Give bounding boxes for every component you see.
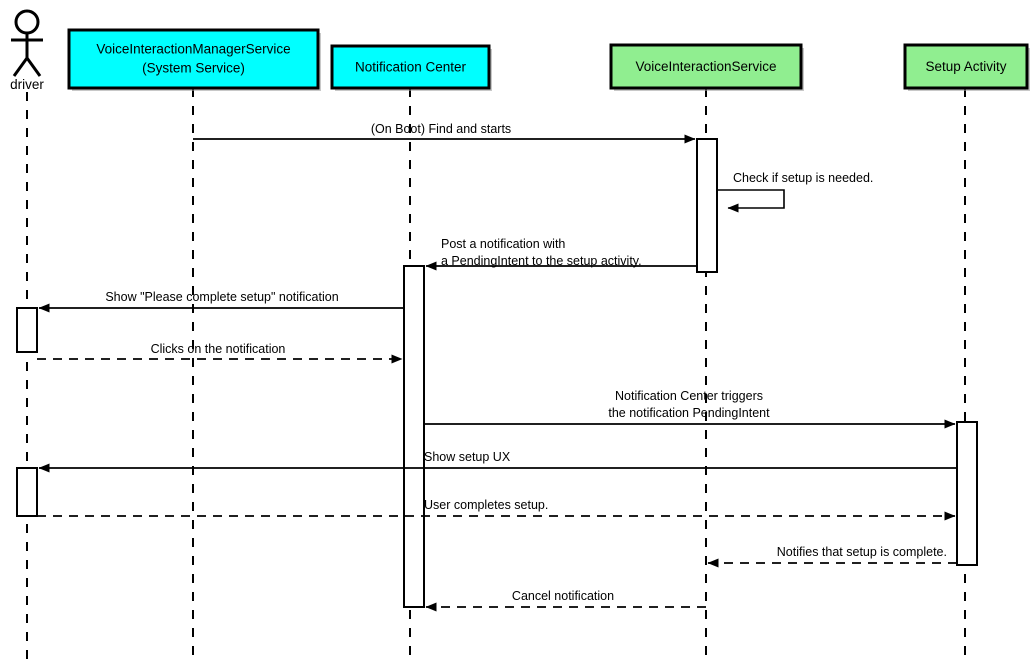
participant-box-label-line1: VoiceInteractionManagerService [96,42,290,57]
participant-box-rect-setup_activity[interactable] [903,43,1029,90]
message-label-10: Cancel notification [512,589,614,603]
participants-layer: driver VoiceInteractionManagerService (Sys… [10,9,1030,92]
message-label-2: Check if setup is needed. [733,171,873,185]
participant-box-vims[interactable]: VoiceInteractionManagerService (System Se… [67,28,321,91]
message-label-7: Show setup UX [424,450,511,464]
actor-label-driver: driver [10,77,44,92]
participant-box-label-line2: (System Service) [142,61,245,76]
actor-leg-left-icon [12,57,29,77]
message-label-5: Clicks on the notification [151,342,286,356]
participant-box-rect-vis[interactable] [609,43,803,90]
activations-layer [16,138,978,608]
activation-bar-notification_center [403,265,425,608]
participant-box-setup_activity[interactable]: Setup Activity [903,43,1030,91]
activation-bar-driver [16,307,38,353]
activation-bar-vis [696,138,718,273]
actor-leg-right-icon [25,57,42,77]
message-label-line2-6: the notification PendingIntent [608,406,770,420]
participant-box-vis[interactable]: VoiceInteractionService [609,43,804,91]
participant-box-label: Setup Activity [925,59,1006,74]
participant-box-rect-notification_center[interactable] [330,44,491,90]
message-label-1: (On Boot) Find and starts [371,122,511,136]
participant-box-label: Notification Center [355,60,467,75]
actor-driver: driver [10,9,44,92]
message-label-4: Show "Please complete setup" notificatio… [105,290,338,304]
participant-box-label: VoiceInteractionService [635,59,776,74]
participant-box-notification_center[interactable]: Notification Center [330,44,492,91]
message-label-line1-6: Notification Center triggers [615,389,763,403]
activation-bar-setup_activity [956,421,978,566]
message-label-line2-3: a PendingIntent to the setup activity. [441,254,642,268]
message-arrow-self [717,189,785,213]
activation-bar-driver [16,467,38,517]
message-label-line1-3: Post a notification with [441,237,565,251]
message-label-8: User completes setup. [424,498,548,512]
participant-box-rect-vims[interactable] [67,28,320,90]
actor-head-icon [14,9,40,35]
message-label-9: Notifies that setup is complete. [777,545,947,559]
message-2 [717,189,785,213]
